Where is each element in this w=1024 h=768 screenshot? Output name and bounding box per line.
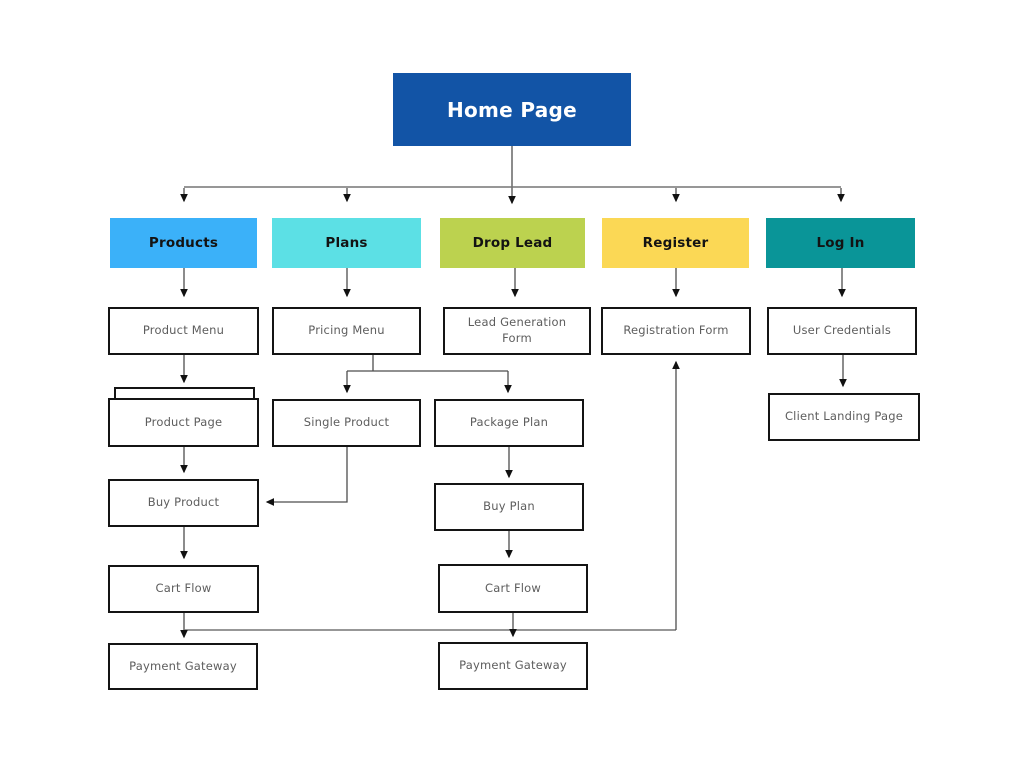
node-package-plan-label: Package Plan	[469, 415, 549, 430]
node-product-menu-label: Product Menu	[142, 323, 225, 338]
node-package-plan: Package Plan	[434, 399, 584, 447]
node-buy-plan: Buy Plan	[434, 483, 584, 531]
node-client-landing-page-label: Client Landing Page	[784, 409, 904, 424]
node-user-credentials: User Credentials	[767, 307, 917, 355]
node-register-label: Register	[642, 235, 709, 251]
node-buy-product-label: Buy Product	[147, 495, 220, 510]
node-cart-flow-plans-label: Cart Flow	[484, 580, 542, 595]
node-client-landing-page: Client Landing Page	[768, 393, 920, 441]
node-pricing-menu: Pricing Menu	[272, 307, 421, 355]
node-home-page: Home Page	[393, 73, 631, 146]
node-plans-label: Plans	[325, 235, 368, 251]
node-register: Register	[602, 218, 749, 268]
node-products-label: Products	[148, 235, 219, 251]
node-registration-form: Registration Form	[601, 307, 751, 355]
node-drop-lead: Drop Lead	[440, 218, 585, 268]
node-cart-flow-products: Cart Flow	[108, 565, 259, 613]
node-cart-flow-plans: Cart Flow	[438, 564, 588, 613]
node-lead-generation-form-label: Lead Generation Form	[467, 315, 567, 345]
node-buy-product: Buy Product	[108, 479, 259, 527]
node-product-page: Product Page	[108, 398, 259, 447]
node-registration-form-label: Registration Form	[623, 323, 729, 338]
node-single-product: Single Product	[272, 399, 421, 447]
node-products: Products	[110, 218, 257, 268]
node-product-page-label: Product Page	[144, 414, 223, 429]
node-home-page-label: Home Page	[446, 97, 578, 122]
node-lead-generation-form: Lead Generation Form	[443, 307, 591, 355]
node-log-in-label: Log In	[816, 235, 865, 251]
node-product-menu: Product Menu	[108, 307, 259, 355]
node-log-in: Log In	[766, 218, 915, 268]
node-drop-lead-label: Drop Lead	[472, 235, 553, 251]
node-payment-gateway-products-label: Payment Gateway	[129, 658, 237, 673]
node-payment-gateway-plans-label: Payment Gateway	[459, 658, 567, 673]
node-plans: Plans	[272, 218, 421, 268]
node-payment-gateway-products: Payment Gateway	[108, 643, 258, 690]
node-cart-flow-products-label: Cart Flow	[155, 581, 212, 596]
node-payment-gateway-plans: Payment Gateway	[438, 642, 588, 690]
node-buy-plan-label: Buy Plan	[483, 499, 535, 514]
node-single-product-label: Single Product	[303, 415, 390, 430]
node-pricing-menu-label: Pricing Menu	[308, 323, 385, 338]
edge-singleproduct-buyproduct	[265, 447, 348, 506]
node-user-credentials-label: User Credentials	[792, 323, 892, 338]
